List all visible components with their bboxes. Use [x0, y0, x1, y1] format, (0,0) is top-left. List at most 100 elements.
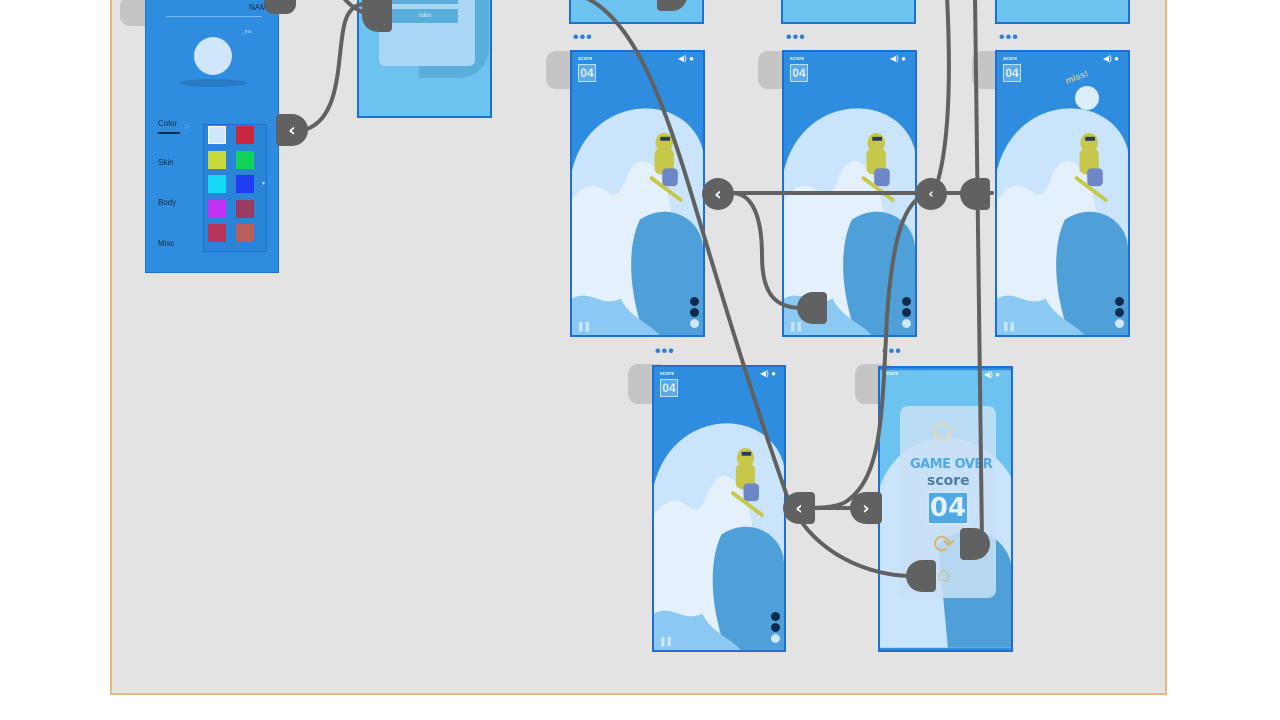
- score-value: 04: [660, 379, 678, 397]
- score-label: score: [1003, 56, 1018, 62]
- color-swatch[interactable]: [236, 150, 254, 169]
- hud-icons: ◀) ●: [1103, 54, 1119, 63]
- screen2-back-arrow[interactable]: ‹: [915, 178, 947, 210]
- color-swatch[interactable]: [208, 175, 226, 193]
- top-card-3[interactable]: [995, 0, 1130, 24]
- hint-text: _ms: [242, 29, 252, 35]
- circle-icon[interactable]: ●: [995, 370, 1000, 379]
- scroll-indicator[interactable]: ▾: [262, 181, 266, 187]
- more-dots-2[interactable]: •••: [786, 29, 806, 46]
- circle-icon[interactable]: ●: [689, 54, 694, 63]
- speaker-icon[interactable]: ◀): [1103, 54, 1112, 63]
- category-body[interactable]: Body: [158, 198, 177, 207]
- hud-icons: ◀) ●: [760, 369, 776, 378]
- life-dot-filled: [1115, 308, 1124, 317]
- color-swatch[interactable]: [236, 175, 254, 193]
- hud-icons: ◀) ●: [890, 54, 906, 63]
- color-swatch[interactable]: [208, 224, 226, 242]
- game-screen-4[interactable]: score 04 ◀) ● ❚❚: [652, 365, 786, 652]
- speaker-icon[interactable]: ◀): [760, 369, 769, 378]
- category-skin[interactable]: Skin: [158, 158, 174, 167]
- game-over-screen[interactable]: score ◀) ● ✩ GAME OVER score 04 ⟳ ⌂: [878, 366, 1013, 652]
- color-swatch[interactable]: [236, 224, 254, 242]
- rules-button-label: rules: [418, 13, 432, 19]
- chevron-right-icon: ›: [862, 497, 870, 519]
- avatar-shadow: [179, 79, 247, 87]
- chevron-left-icon: ‹: [795, 497, 803, 519]
- play-triangle-icon: ▷: [185, 123, 191, 130]
- chevron-left-icon: ‹: [714, 183, 722, 205]
- customize-panel[interactable]: NAM _ms Color ▷ Skin Body Misc ▾: [145, 0, 279, 273]
- rules-option-bar[interactable]: [392, 0, 458, 4]
- snowball: [1075, 86, 1099, 110]
- color-swatch[interactable]: [236, 199, 254, 218]
- life-dot-empty: [1115, 319, 1124, 328]
- circle-icon[interactable]: ●: [771, 369, 776, 378]
- pause-icon[interactable]: ❚❚: [789, 321, 803, 331]
- pause-icon[interactable]: ❚❚: [659, 636, 673, 646]
- replay-icon[interactable]: ⟳: [933, 529, 955, 559]
- more-dots-3[interactable]: •••: [999, 29, 1019, 46]
- slope-scene: [997, 52, 1128, 335]
- screen1-back-arrow[interactable]: ‹: [702, 178, 734, 210]
- screen2-plug[interactable]: [797, 292, 827, 324]
- category-color[interactable]: Color: [158, 119, 178, 128]
- rules-button[interactable]: rules: [392, 9, 458, 23]
- score-value: 04: [1003, 64, 1021, 82]
- slope-scene: [654, 367, 784, 650]
- circle-icon[interactable]: ●: [1114, 54, 1119, 63]
- panel-plug[interactable]: [264, 0, 296, 14]
- top-card-2[interactable]: [781, 0, 916, 24]
- snowboarder: [1074, 132, 1108, 202]
- more-dots-5[interactable]: •••: [882, 343, 902, 360]
- more-dots-4[interactable]: •••: [655, 343, 675, 360]
- avatar-preview: [194, 37, 232, 75]
- hud-icons: ◀) ●: [678, 54, 694, 63]
- chevron-left-icon: ‹: [928, 186, 934, 202]
- life-dot-filled: [690, 308, 699, 317]
- game-over-score: 04: [927, 491, 969, 525]
- screen4-back-arrow[interactable]: ‹: [783, 492, 815, 524]
- rules-plug[interactable]: [362, 0, 392, 32]
- slope-scene: [572, 52, 703, 335]
- life-dot-filled: [690, 297, 699, 306]
- chevron-left-icon: ‹: [288, 119, 296, 141]
- prototype-canvas[interactable]: NAM _ms Color ▷ Skin Body Misc ▾ rules •…: [110, 0, 1167, 695]
- more-dots-1[interactable]: •••: [573, 29, 593, 46]
- color-swatch[interactable]: [208, 150, 226, 169]
- game-screen-2[interactable]: score 04 ◀) ● ❚❚: [782, 50, 917, 337]
- screen3-plug[interactable]: [960, 178, 990, 210]
- life-dot-empty: [690, 319, 699, 328]
- color-swatch[interactable]: [208, 199, 226, 218]
- color-swatch[interactable]: [208, 126, 226, 144]
- slope-scene: [784, 52, 915, 335]
- category-misc[interactable]: Misc: [158, 239, 175, 248]
- name-label: NAM: [249, 3, 267, 12]
- panel-back-arrow[interactable]: ‹: [276, 114, 308, 146]
- circle-icon[interactable]: ●: [901, 54, 906, 63]
- screen4-forward-arrow[interactable]: ›: [850, 492, 882, 524]
- rules-screen[interactable]: rules: [357, 0, 492, 118]
- game-over-subtitle: score: [927, 473, 970, 489]
- score-label: score: [884, 371, 899, 377]
- home-plug[interactable]: [906, 560, 936, 592]
- speaker-icon[interactable]: ◀): [890, 54, 899, 63]
- pause-icon[interactable]: ❚❚: [577, 321, 591, 331]
- top-card-plug[interactable]: [657, 0, 687, 11]
- color-swatch[interactable]: [236, 126, 254, 144]
- score-value: 04: [790, 64, 808, 82]
- replay-plug[interactable]: [960, 528, 990, 560]
- life-dot-filled: [771, 623, 780, 632]
- game-over-title: GAME OVER: [910, 457, 993, 472]
- speaker-icon[interactable]: ◀): [678, 54, 687, 63]
- life-dot-filled: [902, 308, 911, 317]
- life-dot-empty: [771, 634, 780, 643]
- score-label: score: [660, 371, 675, 377]
- speaker-icon[interactable]: ◀): [984, 370, 993, 379]
- life-dot-filled: [771, 612, 780, 621]
- score-label: score: [790, 56, 805, 62]
- home-icon[interactable]: ⌂: [937, 561, 951, 586]
- pause-icon[interactable]: ❚❚: [1002, 321, 1016, 331]
